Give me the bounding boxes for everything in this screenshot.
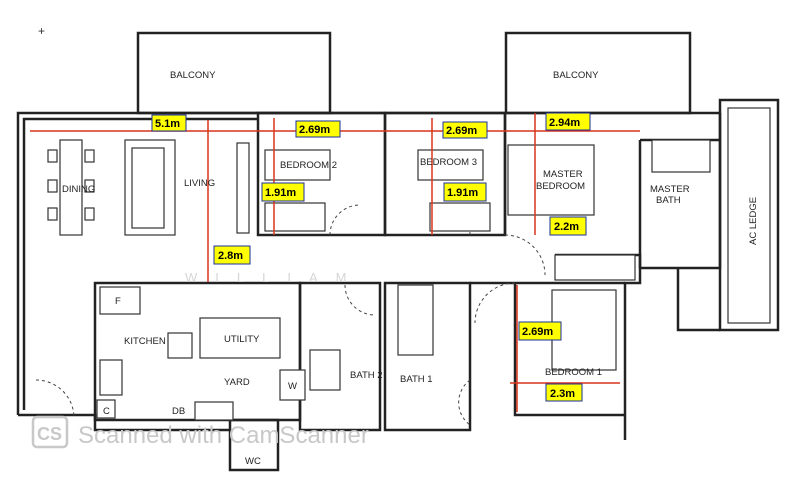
svg-text:2.69m: 2.69m	[299, 124, 330, 136]
label-balcony-left: BALCONY	[170, 70, 216, 81]
utility-box	[199, 317, 281, 359]
dim-bedroom2-width: 2.69m	[295, 120, 341, 138]
svg-text:2.3m: 2.3m	[550, 388, 575, 400]
label-cabinet: C	[103, 406, 110, 417]
wardrobe-master	[554, 254, 636, 281]
svg-text:2.69m: 2.69m	[446, 125, 477, 137]
dim-master-depth: 2.2m	[549, 216, 587, 236]
bed-bedroom3	[417, 149, 484, 181]
label-kitchen: KITCHEN	[124, 336, 166, 347]
dim-bedroom3-depth: 1.91m	[443, 182, 487, 202]
svg-text:2.8m: 2.8m	[218, 250, 243, 262]
dim-living-width: 5.1m	[151, 114, 187, 132]
bed-bedroom2	[264, 149, 331, 181]
svg-text:1.91m: 1.91m	[447, 187, 478, 199]
label-bedroom1: BEDROOM 1	[545, 367, 602, 378]
label-bath1: BATH 1	[400, 374, 433, 385]
label-balcony-right: BALCONY	[553, 70, 599, 81]
label-utility: UTILITY	[224, 334, 260, 345]
svg-text:1.91m: 1.91m	[265, 187, 296, 199]
corner-mark: +	[38, 24, 45, 38]
camscanner-watermark: CS Scanned with CamScanner	[31, 415, 369, 449]
label-fridge: F	[115, 296, 121, 307]
shower-bath1	[397, 284, 434, 356]
wardrobe-bedroom2	[264, 202, 326, 232]
label-yard: YARD	[224, 377, 250, 388]
label-master-bath-1: MASTER	[650, 184, 690, 195]
label-db: DB	[172, 406, 185, 417]
label-ac-ledge: AC LEDGE	[748, 197, 759, 245]
fridge-box	[99, 286, 141, 315]
camscanner-badge: CS	[37, 424, 62, 444]
sink	[99, 359, 123, 396]
label-bedroom2: BEDROOM 2	[280, 160, 337, 171]
dim-bedroom2-depth: 1.91m	[261, 182, 305, 202]
label-master-bedroom-2: BEDROOM	[536, 181, 585, 192]
sofa	[124, 139, 176, 236]
bed-bedroom1	[551, 289, 617, 371]
label-bath2: BATH 2	[350, 370, 383, 381]
svg-text:2.69m: 2.69m	[522, 326, 553, 338]
tv-console	[236, 142, 250, 234]
dining-table	[47, 139, 95, 236]
svg-text:2.2m: 2.2m	[554, 221, 579, 233]
label-wc: WC	[245, 456, 261, 467]
label-bedroom3: BEDROOM 3	[420, 157, 477, 168]
label-master-bedroom-1: MASTER	[543, 169, 583, 180]
dim-bedroom1-depth: 2.69m	[518, 321, 562, 341]
bathtub	[651, 139, 711, 173]
label-living: LIVING	[184, 178, 215, 189]
stove	[167, 332, 193, 359]
label-washer: W	[288, 381, 297, 392]
watermark: WILLIAM	[185, 270, 364, 285]
camscanner-text: Scanned with CamScanner	[78, 422, 369, 449]
dim-master-width: 2.94m	[545, 112, 591, 131]
dim-living-depth: 2.8m	[213, 245, 251, 265]
svg-text:5.1m: 5.1m	[155, 118, 180, 130]
label-master-bath-2: BATH	[656, 195, 681, 206]
svg-text:2.94m: 2.94m	[549, 117, 580, 129]
balcony-left	[136, 31, 332, 115]
dim-bedroom1-width: 2.3m	[545, 383, 583, 402]
bed-master	[507, 144, 595, 216]
dim-bedroom3-width: 2.69m	[442, 121, 488, 139]
wardrobe-bedroom3	[429, 202, 491, 232]
label-dining: DINING	[62, 184, 95, 195]
ac-ledge-outline	[718, 98, 780, 332]
